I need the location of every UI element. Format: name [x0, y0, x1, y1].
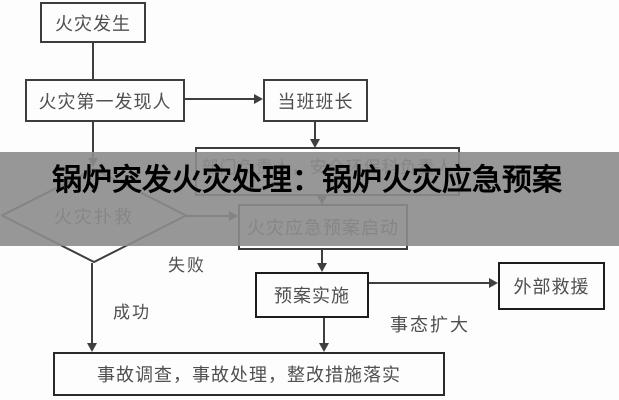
node-external-rescue: 外部救援	[498, 262, 605, 310]
edge-label-failure: 失败	[168, 256, 206, 275]
node-accident-followup-label: 事故调查，事故处理，整改措施落实	[97, 365, 401, 385]
node-first-discoverer-label: 火灾第一发现人	[38, 91, 172, 112]
node-plan-implementation-label: 预案实施	[274, 286, 350, 306]
edge-implementation-to-rescue-arrowhead	[489, 278, 498, 288]
edge-discoverer-to-leader-arrowhead	[254, 94, 263, 104]
edge-implementation-to-followup-arrowhead	[319, 343, 329, 352]
edge-leader-to-depts-line	[314, 122, 316, 140]
edge-leader-to-depts-arrowhead	[310, 139, 320, 148]
node-first-discoverer: 火灾第一发现人	[25, 79, 185, 122]
edge-implementation-to-followup-line	[323, 318, 325, 345]
node-fire-occurrence: 火灾发生	[40, 2, 146, 43]
node-accident-followup: 事故调查，事故处理，整改措施落实	[53, 352, 445, 396]
node-shift-leader: 当班班长	[263, 79, 368, 122]
headline-overlay-band	[0, 152, 619, 246]
edge-activation-to-implementation-arrowhead	[317, 263, 327, 272]
edge-fire-to-discoverer-line	[92, 43, 94, 79]
edge-discoverer-to-leader-line	[185, 98, 256, 100]
edge-label-success: 成功	[113, 303, 151, 322]
node-shift-leader-label: 当班班长	[277, 91, 354, 112]
edge-implementation-to-rescue-line	[369, 282, 491, 284]
node-plan-implementation: 预案实施	[255, 272, 369, 318]
headline-title: 锅炉突发火灾处理：锅炉火灾应急预案	[52, 164, 562, 197]
edge-firefighting-success-line	[91, 263, 93, 345]
edge-activation-to-implementation-line	[321, 250, 323, 265]
edge-label-escalation: 事态扩大	[390, 315, 470, 335]
edge-discoverer-to-firefighting-line	[92, 122, 94, 159]
node-fire-occurrence-label: 火灾发生	[55, 13, 131, 34]
node-external-rescue-label: 外部救援	[513, 277, 590, 297]
edge-firefighting-success-arrowhead	[87, 343, 97, 352]
